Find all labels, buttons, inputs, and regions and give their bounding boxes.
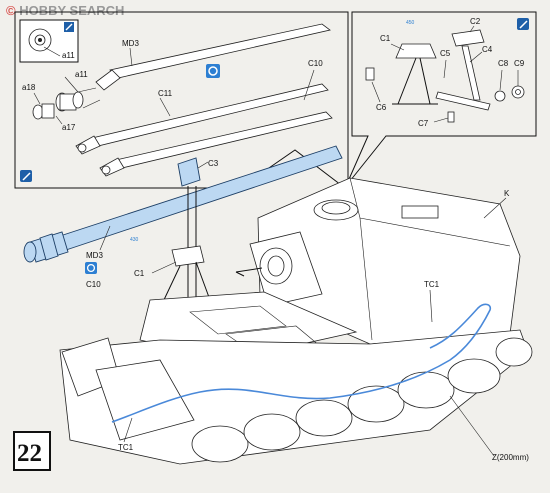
ref-mark-right: 450 [406, 20, 415, 26]
travel-lock-c1-part [161, 245, 211, 305]
inset-left: a11 a11 a18 a17 [14, 11, 349, 189]
road-wheels [191, 337, 533, 463]
barrel-half-c10-part [99, 111, 333, 177]
label-c8: C8 [498, 59, 509, 68]
label-c10-main: C10 [86, 280, 101, 289]
step-number: 22 [17, 440, 42, 467]
label-c4: C4 [482, 45, 493, 54]
label-c9: C9 [514, 59, 525, 68]
label-md3-main: MD3 [86, 251, 103, 260]
label-tc1-right: TC1 [424, 280, 440, 289]
assembly-order-icon [206, 64, 220, 78]
label-a18: a18 [22, 83, 36, 92]
label-c7: C7 [418, 119, 429, 128]
label-md3-inset: MD3 [122, 39, 139, 48]
label-c1-inset: C1 [380, 34, 391, 43]
strut-c4-part [435, 45, 491, 111]
label-tc1-left: TC1 [118, 443, 134, 452]
casemate-superstructure [257, 177, 521, 345]
label-c5: C5 [440, 49, 451, 58]
watermark: © HOBBY SEARCH [6, 3, 124, 18]
label-c10-inset: C10 [308, 59, 323, 68]
barrel-md3-part [95, 23, 331, 91]
washer-c9-part [511, 85, 525, 99]
clamp-c2-part [451, 29, 485, 47]
label-c3: C3 [208, 159, 219, 168]
ref-mark-main: 430 [130, 237, 139, 243]
label-c1-main: C1 [134, 269, 145, 278]
clamp-c3-part [177, 157, 201, 187]
tow-cable [111, 303, 492, 423]
label-a11-top: a11 [62, 51, 75, 60]
label-k: K [504, 189, 510, 198]
muzzle-brake-part [32, 87, 101, 120]
pin-c7-part [447, 111, 455, 123]
step-number-box [13, 431, 51, 471]
inset-right: C1 C2 450 C5 C4 C6 [345, 11, 537, 187]
label-c6: C6 [376, 103, 387, 112]
bolt-c8-part [494, 90, 506, 102]
assembly-order-icon-main [85, 262, 97, 274]
watermark-brand: HOBBY SEARCH [19, 3, 125, 18]
copyright-mark: © [6, 3, 16, 18]
label-c2: C2 [470, 17, 481, 26]
barrel-half-c11-part [75, 83, 329, 155]
label-a11-mid: a11 [75, 70, 88, 79]
guide-arrow [235, 267, 263, 277]
clamp-c1-part [392, 43, 438, 105]
main-assembly: MD3 C10 430 C3 C1 [23, 145, 533, 465]
label-c11: C11 [158, 89, 173, 98]
gun-barrel-part [23, 145, 343, 263]
label-cable-length: Z(200mm) [492, 453, 529, 462]
label-a17: a17 [62, 123, 76, 132]
gun-mantlet [249, 231, 323, 307]
foot-c6-part [365, 67, 375, 81]
